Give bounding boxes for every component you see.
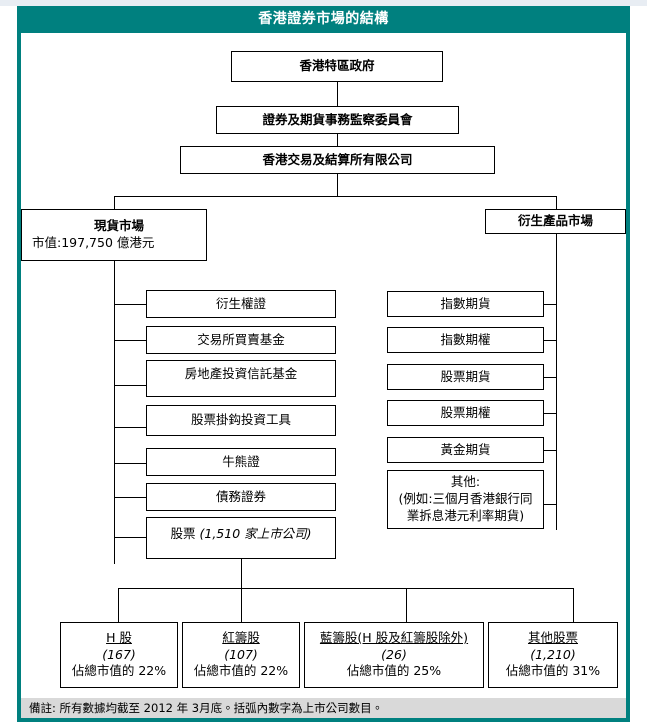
derivatives-spine: [556, 234, 557, 530]
equities-drop-2: [241, 588, 242, 622]
node-cash-product-label: 房地產投資信託基金: [184, 366, 298, 382]
node-cash-market-detail: 市值:197,750 億港元: [32, 235, 155, 250]
node-regulator-label: 證券及期貨事務監察委員會: [262, 111, 413, 127]
node-equity-h-shares: H 股 (167) 佔總市值的 22%: [60, 622, 178, 688]
node-equity-count: (167): [102, 646, 136, 662]
node-equities-label: 股票: [170, 525, 196, 541]
node-equity-name: 藍籌股(H 股及紅籌股除外): [319, 629, 469, 645]
node-cash-product-debt: 債務證券: [146, 483, 336, 511]
node-equity-name: 其他股票: [527, 629, 578, 645]
node-equity-other-stocks: 其他股票 (1,210) 佔總市值的 31%: [488, 622, 618, 688]
node-regulator: 證券及期貨事務監察委員會: [216, 106, 459, 134]
node-derivative-stock-futures: 股票期貨: [387, 364, 544, 390]
node-equity-blue-chips: 藍籌股(H 股及紅籌股除外) (26) 佔總市值的 25%: [304, 622, 484, 688]
node-cash-product-reit: 房地產投資信託基金: [146, 360, 336, 397]
node-equity-share: 佔總市值的 22%: [71, 663, 167, 679]
node-equity-name: H 股: [106, 629, 132, 645]
equities-stem: [241, 559, 242, 588]
node-derivative-gold-futures: 黃金期貨: [387, 437, 544, 463]
node-government: 香港特區政府: [231, 51, 443, 82]
cash-stub-2: [114, 340, 146, 341]
node-derivative-label: 股票期貨: [440, 368, 491, 384]
node-cash-product-cbbc: 牛熊證: [146, 448, 336, 476]
left-rail: [17, 33, 21, 722]
cash-stub-5: [114, 463, 146, 464]
node-exchange: 香港交易及結算所有限公司: [180, 146, 495, 174]
node-derivative-others-label: 其他:: [450, 474, 481, 490]
node-derivative-label: 黃金期貨: [440, 441, 491, 457]
node-cash-product-label: 股票掛鈎投資工具: [190, 412, 291, 428]
node-equity-share: 佔總市值的 31%: [505, 663, 601, 679]
cash-stub-4: [114, 427, 146, 428]
node-derivative-others-example-line1: (例如:三個月香港銀行同: [398, 491, 533, 507]
node-cash-product-label: 債務證券: [215, 488, 266, 504]
node-equity-share: 佔總市值的 25%: [346, 663, 442, 679]
cash-stub-6: [114, 497, 146, 498]
node-exchange-label: 香港交易及結算所有限公司: [262, 151, 413, 167]
node-equities-row: 股票 (1,510 家上市公司): [170, 526, 311, 543]
node-derivative-label: 股票期權: [440, 404, 491, 420]
connector-regulator-to-exchange: [337, 134, 338, 151]
node-cash-product-etf: 交易所買賣基金: [146, 326, 336, 354]
node-derivatives-market: 衍生產品市場: [485, 209, 626, 234]
node-derivative-index-options: 指數期權: [387, 327, 544, 353]
top-strip: [0, 0, 647, 6]
node-cash-product-derivative-warrant: 衍生權證: [146, 290, 336, 318]
node-government-label: 香港特區政府: [299, 58, 375, 74]
node-derivatives-market-title: 衍生產品市場: [517, 213, 593, 229]
page-title: 香港證券市場的結構: [258, 11, 389, 27]
bottom-rail: [17, 718, 630, 722]
node-derivative-label: 指數期權: [440, 331, 491, 347]
footnote-bar: 備註: 所有數據均截至 2012 年 3月底。括弧內數字為上市公司數目。: [21, 698, 626, 718]
node-cash-market-title: 現貨市場: [93, 218, 144, 234]
cash-spine: [114, 261, 115, 564]
cash-stub-3: [114, 385, 146, 386]
diagram-canvas: 香港特區政府 證券及期貨事務監察委員會 香港交易及結算所有限公司 現貨市場 市值…: [21, 33, 626, 718]
equities-drop-4: [573, 588, 574, 622]
node-cash-product-label: 衍生權證: [215, 295, 266, 311]
connector-gov-to-regulator: [337, 82, 338, 106]
node-equities-count: (1,510 家上市公司): [199, 525, 312, 541]
connector-exchange-stem: [337, 174, 338, 196]
node-equity-red-chips: 紅籌股 (107) 佔總市值的 22%: [182, 622, 300, 688]
node-equity-count: (107): [224, 646, 258, 662]
connector-markets-bus: [114, 196, 557, 197]
connector-bus-to-derivatives: [556, 196, 557, 209]
cash-stub-7: [114, 537, 146, 538]
right-rail: [626, 33, 630, 722]
node-cash-product-label: 交易所買賣基金: [197, 331, 285, 347]
node-cash-product-label: 牛熊證: [222, 453, 260, 469]
node-cash-product-equities: 股票 (1,510 家上市公司): [146, 517, 336, 559]
connector-bus-to-cash: [114, 196, 115, 209]
node-derivative-others: 其他: (例如:三個月香港銀行同 業拆息港元利率期貨): [387, 470, 544, 529]
cash-stub-1: [114, 304, 146, 305]
node-equity-count: (1,210): [530, 646, 576, 662]
node-equity-name: 紅籌股: [222, 629, 260, 645]
node-equity-share: 佔總市值的 22%: [193, 663, 289, 679]
node-derivative-stock-options: 股票期權: [387, 400, 544, 426]
header-bar: 香港證券市場的結構: [17, 6, 630, 33]
equities-bus: [118, 588, 573, 589]
equities-drop-1: [118, 588, 119, 622]
node-derivative-index-futures: 指數期貨: [387, 291, 544, 317]
equities-drop-3: [406, 588, 407, 622]
node-derivative-others-example-line2: 業拆息港元利率期貨): [406, 507, 525, 523]
node-derivative-label: 指數期貨: [440, 295, 491, 311]
node-equity-count: (26): [381, 646, 407, 662]
node-cash-market: 現貨市場 市值:197,750 億港元: [21, 209, 207, 261]
node-cash-product-elis: 股票掛鈎投資工具: [146, 405, 336, 436]
